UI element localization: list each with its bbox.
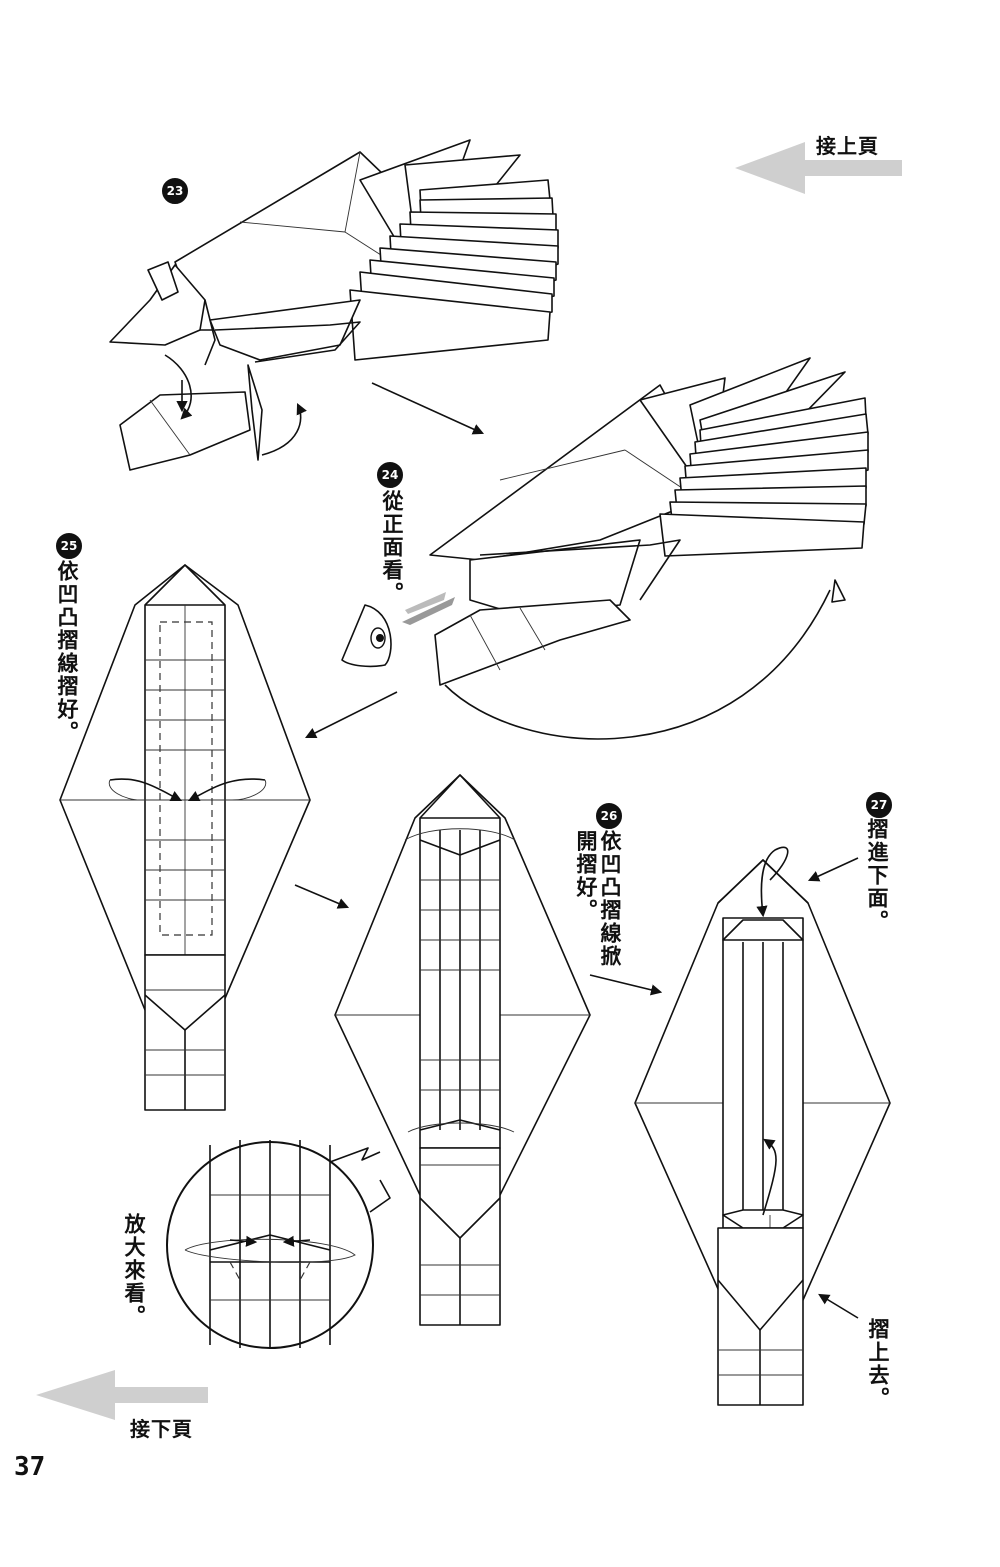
step-number-24: 24 (377, 462, 403, 488)
step-number-23: 23 (162, 178, 188, 204)
previous-page-arrow-icon (735, 142, 902, 194)
arrow-25-to-26 (294, 884, 350, 909)
page-number: 37 (14, 1452, 46, 1482)
step-number-27: 27 (866, 792, 892, 818)
arrow-tuck-in (807, 857, 859, 882)
step-27-instruction: 摺進下面。 (865, 818, 889, 933)
zoom-detail-circle (166, 1140, 374, 1349)
fold-up-note: 摺上去。 (866, 1318, 890, 1410)
arrow-24-to-25 (304, 691, 398, 739)
previous-page-label: 接上頁 (816, 134, 879, 158)
step-24-instruction: 從正面看。 (380, 490, 404, 605)
next-page-arrow-icon (36, 1370, 208, 1420)
step-27-diagram (634, 846, 891, 1406)
step-number-25: 25 (56, 533, 82, 559)
eye-icon (341, 604, 392, 668)
arrow-26-to-27 (589, 974, 663, 996)
arrow-23-to-24 (371, 382, 485, 435)
zoom-note: 放大來看。 (122, 1213, 146, 1328)
step-24-model (402, 357, 869, 740)
step-26-instruction: 依凹凸摺線掀開摺好。 (574, 830, 622, 968)
step-25-diagram (59, 564, 311, 1111)
next-page-label: 接下頁 (130, 1417, 193, 1441)
step-number-26: 26 (596, 803, 622, 829)
step-23-model (109, 139, 559, 471)
step-26-diagram (329, 774, 591, 1326)
arrow-fold-up (818, 1293, 859, 1319)
step-25-instruction: 依凹凸摺線摺好。 (55, 560, 79, 744)
